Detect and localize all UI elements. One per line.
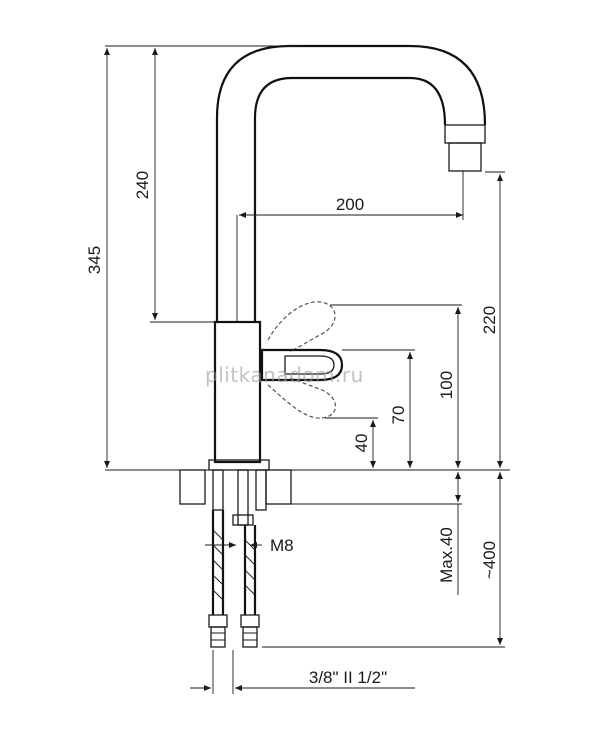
hose-right xyxy=(240,525,260,648)
label-40: 40 xyxy=(352,434,371,453)
countertop-right xyxy=(265,469,292,505)
mount-nut xyxy=(232,514,254,526)
spout-outer xyxy=(215,44,487,322)
label-240: 240 xyxy=(133,171,152,199)
label-200: 200 xyxy=(336,195,364,214)
label-220: 220 xyxy=(480,306,499,334)
countertop xyxy=(179,469,292,505)
mount-stud-right xyxy=(255,469,267,511)
handle-lever-inset xyxy=(284,355,335,375)
handle-lower-ghost xyxy=(267,377,337,419)
main-column xyxy=(213,320,262,464)
spout-inner xyxy=(253,76,447,322)
label-m8: M8 xyxy=(270,536,294,555)
dimension-labels: 345 240 200 220 100 70 40 Max.40 ~400 M8… xyxy=(85,171,499,687)
mount-stud-center xyxy=(237,469,249,526)
label-connection: 3/8" II 1/2" xyxy=(309,668,387,687)
dimension-lines xyxy=(104,45,510,694)
countertop-left xyxy=(179,469,206,505)
label-345: 345 xyxy=(85,246,104,274)
faucet-body xyxy=(208,44,487,471)
handle-group xyxy=(260,301,344,419)
handle-lever xyxy=(260,348,344,382)
label-70: 70 xyxy=(389,406,408,425)
label-100: 100 xyxy=(437,371,456,399)
mounting-hardware xyxy=(208,469,267,648)
hose-left xyxy=(208,510,228,648)
aerator-ring xyxy=(444,124,486,144)
handle-upper-ghost xyxy=(267,301,336,353)
watermark-text: plitkanadom.ru xyxy=(205,363,364,387)
label-max40: Max.40 xyxy=(437,527,456,583)
label-400: ~400 xyxy=(480,541,499,579)
aerator-tip xyxy=(448,142,482,172)
mount-stud-left xyxy=(212,469,224,511)
